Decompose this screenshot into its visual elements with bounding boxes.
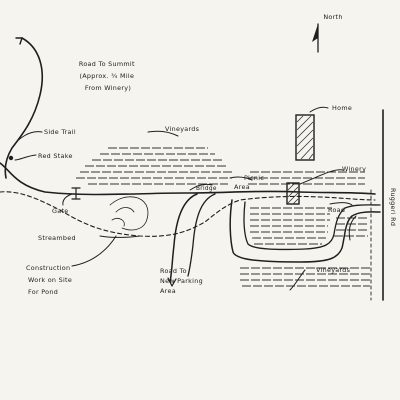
winery-loop-road-outer xyxy=(229,199,381,263)
label-home: Home xyxy=(332,104,352,112)
label-bridge: Bridge xyxy=(196,186,217,192)
label-vineyards-top: Vineyards xyxy=(165,125,200,133)
label-road-to-new-parking: Road To New Parking Area xyxy=(160,267,205,295)
summit-arrowhead-icon xyxy=(15,37,23,45)
label-gate: Gate xyxy=(52,207,69,215)
label-streambed: Streambed xyxy=(38,234,76,242)
parking-arrowhead-icon xyxy=(167,277,177,287)
winery-loop-road-inner xyxy=(243,201,381,251)
label-road-to-summit: Road To Summit (Approx. ¾ Mile From Wine… xyxy=(79,60,137,92)
pond-construction-scribble xyxy=(109,196,149,231)
winery-building-icon xyxy=(286,182,300,205)
north-arrow-icon xyxy=(312,23,319,53)
streambed-line xyxy=(0,191,376,237)
label-construction: Construction Work on Site For Pond xyxy=(26,264,74,296)
north-label: North xyxy=(323,13,342,21)
label-road: Road xyxy=(328,206,345,214)
parking-road-right-edge xyxy=(187,193,216,277)
label-ruggeri-rd: Ruggeri Rd xyxy=(389,188,397,226)
leader-arrows xyxy=(11,106,357,291)
label-picnic-area: Picnic Area xyxy=(234,174,267,191)
vineyard-rows-right xyxy=(334,217,368,237)
parking-road-left-edge xyxy=(169,193,198,283)
label-side-trail: Side Trail xyxy=(44,128,76,136)
home-building-icon xyxy=(295,114,315,161)
road-to-summit-line xyxy=(4,37,44,179)
vineyard-rows-lower xyxy=(240,267,370,287)
vineyard-rows-winery-area xyxy=(248,171,365,245)
label-vineyards-bottom: Vineyards xyxy=(316,266,351,274)
label-winery: Winery xyxy=(342,165,366,173)
label-red-stake: Red Stake xyxy=(38,152,73,160)
red-stake-marker-icon xyxy=(8,155,14,161)
main-road-upper-edge xyxy=(0,162,376,196)
gate-marker-icon xyxy=(71,187,81,200)
